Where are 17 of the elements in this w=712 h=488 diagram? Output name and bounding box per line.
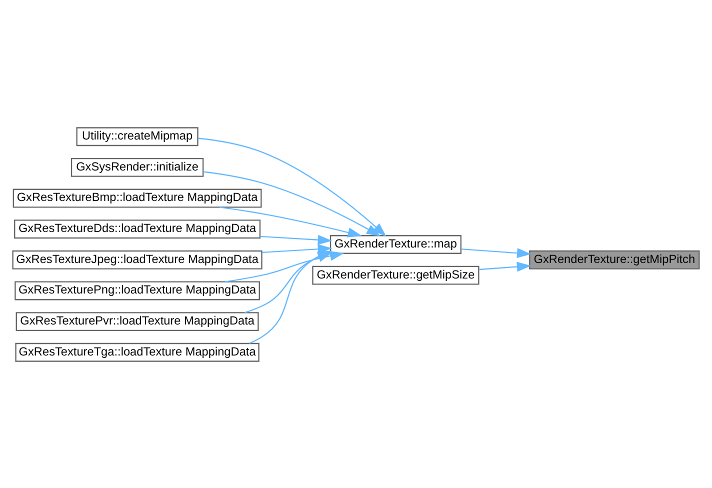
node-box: GxResTextureTga::loadTexture MappingData	[15, 342, 260, 362]
node-box: GxResTextureDds::loadTexture MappingData	[14, 219, 261, 238]
node-box: GxResTexturePvr::loadTexture MappingData	[16, 312, 259, 331]
arrow	[203, 170, 381, 236]
arrow	[260, 234, 332, 244]
node-box: GxRenderTexture::getMipPitch	[529, 250, 700, 269]
node-box: GxResTextureBmp::loadTexture MappingData	[12, 188, 262, 208]
node-box: GxSysRender::initialize	[70, 157, 204, 176]
arrow	[198, 137, 386, 236]
node-box: GxResTextureJpeg::loadTexture MappingData	[12, 250, 262, 269]
arrow	[478, 261, 532, 272]
node-box: GxResTexturePng::loadTexture MappingData	[14, 280, 260, 300]
arrow	[461, 248, 532, 258]
arrow	[262, 244, 332, 254]
node-box: Utility::createMipmap	[76, 126, 198, 146]
node-box: GxRenderTexture::getMipSize	[312, 265, 480, 284]
node-box: GxRenderTexture::map	[330, 234, 462, 254]
